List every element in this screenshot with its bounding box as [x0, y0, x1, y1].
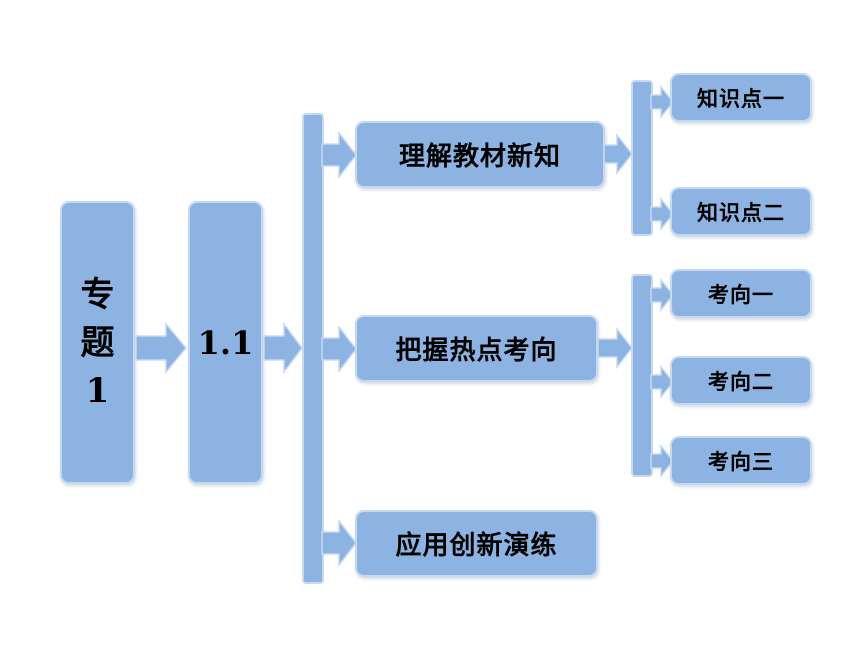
- connector-arrow: [321, 130, 358, 180]
- topic-label-line2: 题: [80, 322, 115, 363]
- connector-arrow: [650, 364, 675, 400]
- leaf-box-knowledge-2: 知识点二: [670, 187, 812, 236]
- section-label: 1.1: [197, 323, 254, 362]
- branch-box-understand: 理解教材新知: [355, 121, 605, 188]
- branch-bracket-hotspots: [631, 274, 653, 477]
- topic-box: 专 题 1: [60, 201, 135, 484]
- branch-label: 理解教材新知: [398, 142, 561, 172]
- branch-label: 应用创新演练: [395, 531, 558, 561]
- leaf-label: 考向一: [708, 281, 774, 307]
- branch-box-hotspots: 把握热点考向: [355, 315, 598, 382]
- connector-arrow: [321, 518, 358, 568]
- topic-label-line1: 专: [80, 274, 115, 315]
- section-box: 1.1: [188, 201, 263, 484]
- leaf-box-knowledge-1: 知识点一: [670, 73, 812, 122]
- branch-bracket-understand: [631, 80, 653, 236]
- branch-bracket-main: [302, 113, 324, 584]
- branch-box-practice: 应用创新演练: [355, 510, 598, 577]
- connector-arrow: [650, 196, 675, 232]
- connector-arrow: [650, 277, 675, 313]
- connector-arrow: [650, 84, 675, 120]
- connector-arrow: [597, 326, 634, 370]
- leaf-box-direction-3: 考向三: [670, 436, 812, 485]
- leaf-label: 知识点一: [697, 85, 785, 111]
- leaf-label: 考向三: [708, 448, 774, 474]
- leaf-box-direction-2: 考向二: [670, 356, 812, 405]
- leaf-label: 考向二: [708, 368, 774, 394]
- leaf-box-direction-1: 考向一: [670, 269, 812, 318]
- leaf-label: 知识点二: [697, 199, 785, 225]
- connector-arrow: [263, 321, 304, 375]
- branch-label: 把握热点考向: [395, 336, 558, 366]
- connector-arrow: [321, 324, 358, 374]
- connector-arrow: [135, 321, 188, 375]
- connector-arrow: [650, 443, 675, 479]
- connector-arrow: [603, 132, 634, 176]
- topic-label-line3: 1: [85, 370, 110, 411]
